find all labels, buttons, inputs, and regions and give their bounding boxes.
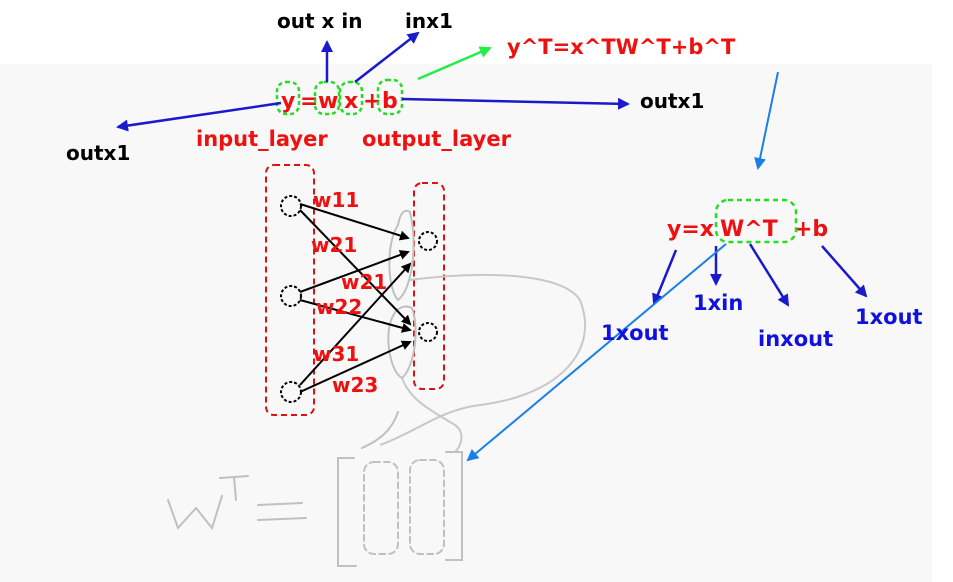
equation-right: y=x W^T +b	[667, 198, 828, 244]
eq2-plus-b: +b	[794, 217, 828, 242]
eq1-b: b	[382, 89, 398, 114]
label-w22: w22	[316, 295, 362, 319]
arrow-wt-to-matrix	[466, 243, 727, 462]
label-w21b: w21	[341, 270, 387, 294]
sketch-col1-link	[361, 411, 399, 449]
label-inxout: inxout	[758, 327, 833, 351]
sketch-col-1	[388, 209, 415, 302]
arrow-transpose-to-eq2	[754, 71, 779, 170]
highlight-w-transpose	[714, 198, 798, 244]
background-panel	[0, 64, 932, 582]
highlight-y	[275, 80, 301, 116]
eq1-y: y	[281, 89, 295, 114]
label-w21a: w21	[311, 233, 357, 257]
input-node-3	[280, 381, 302, 403]
handwritten-wt-matrix	[167, 411, 463, 567]
matrix-right-bracket	[445, 451, 463, 561]
label-w23: w23	[332, 373, 378, 397]
label-outx1-right: outx1	[640, 89, 704, 113]
edge-w31	[299, 262, 412, 386]
output-node-1	[418, 231, 438, 251]
handwritten-t	[219, 475, 249, 501]
label-transpose-eq: y^T=x^TW^T+b^T	[507, 35, 736, 59]
label-output-layer: output_layer	[362, 127, 512, 151]
sketch-link	[401, 377, 463, 453]
handwritten-w	[167, 495, 223, 531]
edge-w21a	[299, 209, 412, 326]
label-input-layer: input_layer	[196, 127, 328, 151]
sketch-col-2	[387, 305, 417, 380]
matrix-column-2	[409, 459, 445, 555]
label-1xin: 1xin	[693, 291, 743, 315]
arrow-b-to-outx1	[401, 97, 630, 110]
output-layer-box	[413, 182, 445, 390]
label-1xout-b: 1xout	[855, 305, 923, 329]
eq2-y-equals-x: y=x	[667, 217, 714, 242]
eq2-w-transpose: W^T	[720, 217, 778, 242]
arrow-y-to-outx1	[116, 101, 282, 132]
network: w11 w21 w21 w22 w31 w23	[265, 164, 586, 453]
arrow-to-transpose	[417, 46, 492, 81]
sketch-loop	[379, 273, 586, 446]
input-layer-box	[265, 164, 315, 416]
arrow-b-to-1xout	[821, 245, 868, 298]
label-w11: w11	[313, 188, 359, 212]
arrow-x-to-inx1	[354, 31, 420, 83]
edge-w22	[299, 299, 412, 333]
label-out-x-in: out x in	[277, 9, 362, 33]
edge-w11	[299, 203, 410, 241]
equation-top: y = w x + b	[275, 78, 404, 116]
output-node-2	[418, 322, 438, 342]
edge-w23	[299, 340, 412, 393]
eq1-x: x	[344, 89, 358, 114]
label-inx1: inx1	[405, 9, 453, 33]
highlight-x	[338, 80, 364, 116]
edge-w21b	[299, 250, 410, 293]
input-node-2	[280, 285, 302, 307]
eq1-w: w	[318, 89, 338, 114]
handwritten-equals	[257, 502, 307, 521]
highlight-b	[376, 78, 404, 116]
input-node-1	[280, 195, 302, 217]
arrow-y-to-1xout	[652, 249, 678, 306]
label-w31: w31	[313, 342, 359, 366]
label-outx1-left: outx1	[66, 141, 130, 165]
matrix-left-bracket	[337, 457, 357, 567]
label-1xout-a: 1xout	[601, 321, 669, 345]
matrix-column-1	[363, 461, 399, 555]
arrow-w-to-inxout	[748, 243, 790, 307]
